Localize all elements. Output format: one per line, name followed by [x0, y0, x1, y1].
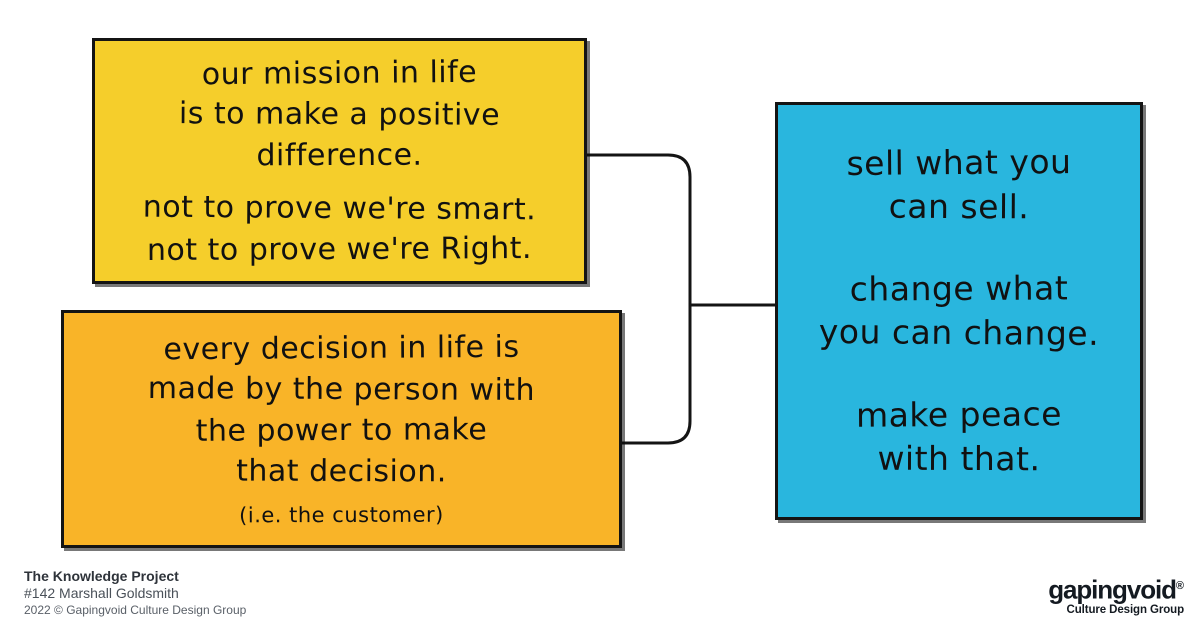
- logo-wordmark-text: gapingvoid: [1048, 574, 1177, 605]
- orange-note: (i.e. the customer): [239, 502, 444, 528]
- sticky-note-blue: sell what you can sell. change what you …: [775, 102, 1143, 520]
- blue-line-2: can sell.: [888, 186, 1030, 227]
- blue-stanza-2: change what you can change.: [778, 267, 1140, 355]
- registered-trademark-icon: ®: [1175, 580, 1184, 592]
- attribution-block: The Knowledge Project #142 Marshall Gold…: [24, 568, 246, 618]
- logo-tagline: Culture Design Group: [1066, 603, 1185, 616]
- orange-line-3: the power to make: [195, 412, 488, 449]
- connector-yellow-to-junction: [584, 153, 692, 307]
- yellow-line-2: is to make a positive: [178, 95, 501, 133]
- orange-line-1: every decision in life is: [163, 329, 520, 368]
- gapingvoid-logo: gapingvoid® Culture Design Group: [1048, 573, 1184, 617]
- episode-label: #142 Marshall Goldsmith: [24, 585, 179, 601]
- yellow-line-4: not to prove we're smart.: [142, 189, 537, 227]
- connector-orange-to-junction: [619, 303, 692, 445]
- copyright-notice: 2022 © Gapingvoid Culture Design Group: [24, 603, 247, 617]
- sticky-note-orange: every decision in life is made by the pe…: [61, 310, 622, 548]
- blue-stanza-3: make peace with that.: [778, 393, 1140, 481]
- orange-line-2: made by the person with: [147, 370, 536, 409]
- yellow-line-5: not to prove we're Right.: [146, 230, 533, 268]
- podcast-title: The Knowledge Project: [24, 568, 179, 584]
- sticky-note-yellow: our mission in life is to make a positiv…: [92, 38, 587, 284]
- blue-line-3: change what: [849, 268, 1069, 309]
- blue-line-4: you can change.: [818, 312, 1100, 353]
- blue-stanza-1: sell what you can sell.: [778, 141, 1140, 229]
- yellow-line-1: our mission in life: [201, 54, 478, 92]
- yellow-line-3: difference.: [256, 137, 423, 173]
- blue-line-5: make peace: [855, 394, 1063, 435]
- blue-line-1: sell what you: [846, 142, 1072, 183]
- blue-line-6: with that.: [877, 438, 1041, 479]
- orange-line-4: that decision.: [236, 453, 447, 490]
- logo-wordmark: gapingvoid®: [1048, 573, 1184, 604]
